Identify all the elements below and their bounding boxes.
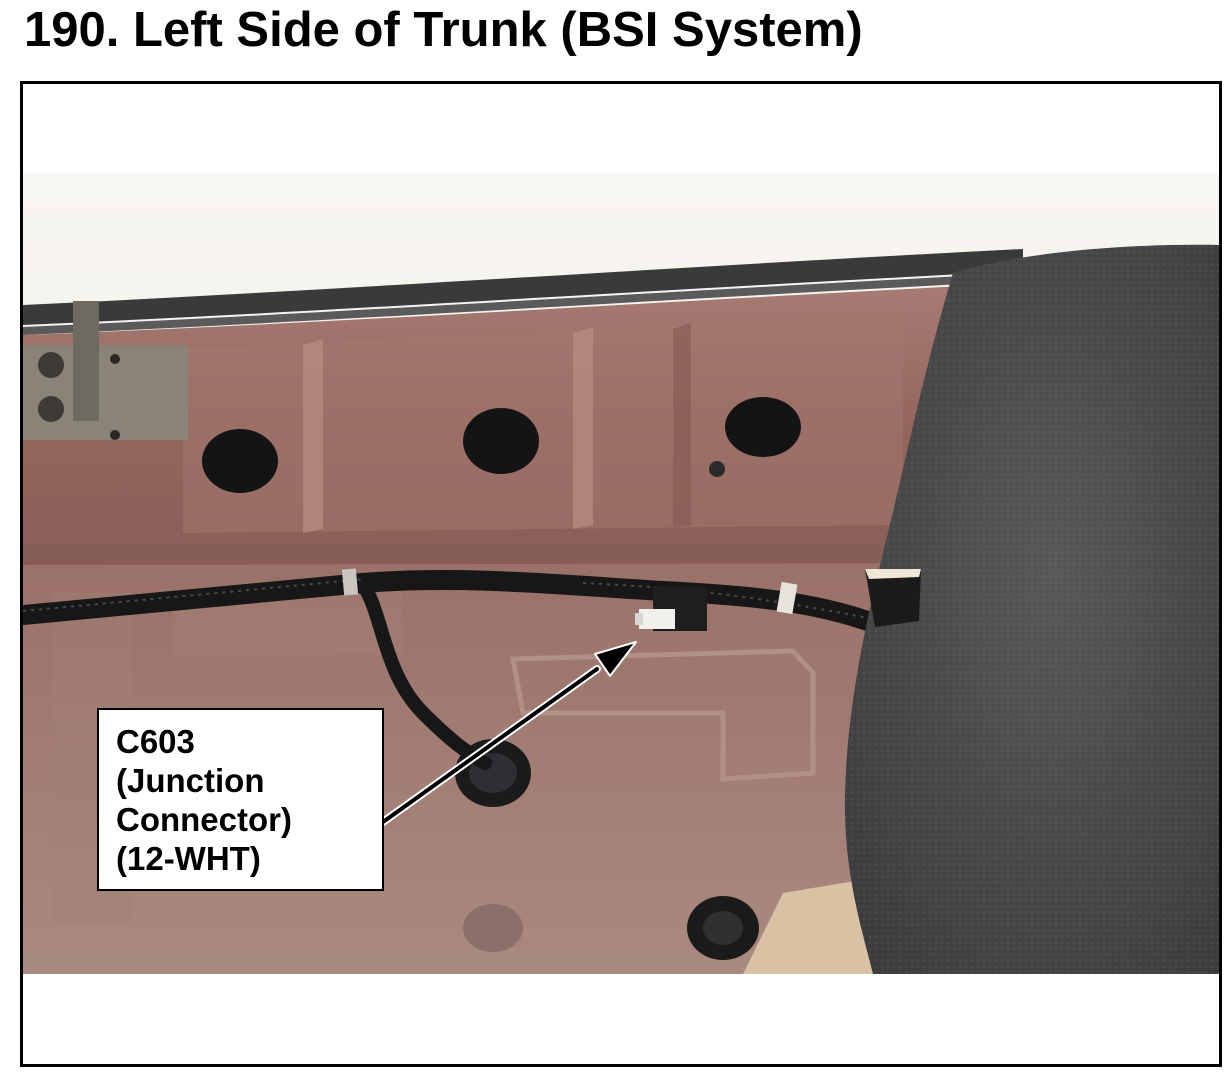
callout-description-line-2: Connector) — [116, 801, 292, 838]
trunk-photo — [23, 173, 1219, 974]
callout-description-line-1: (Junction — [116, 762, 265, 799]
page-title: 190. Left Side of Trunk (BSI System) — [24, 3, 863, 57]
callout-box: C603 (Junction Connector) (12-WHT) — [97, 708, 384, 891]
figure-frame: C603 (Junction Connector) (12-WHT) — [20, 81, 1222, 1067]
callout-connector-id: C603 — [116, 723, 195, 760]
callout-connector-spec: (12-WHT) — [116, 840, 261, 877]
